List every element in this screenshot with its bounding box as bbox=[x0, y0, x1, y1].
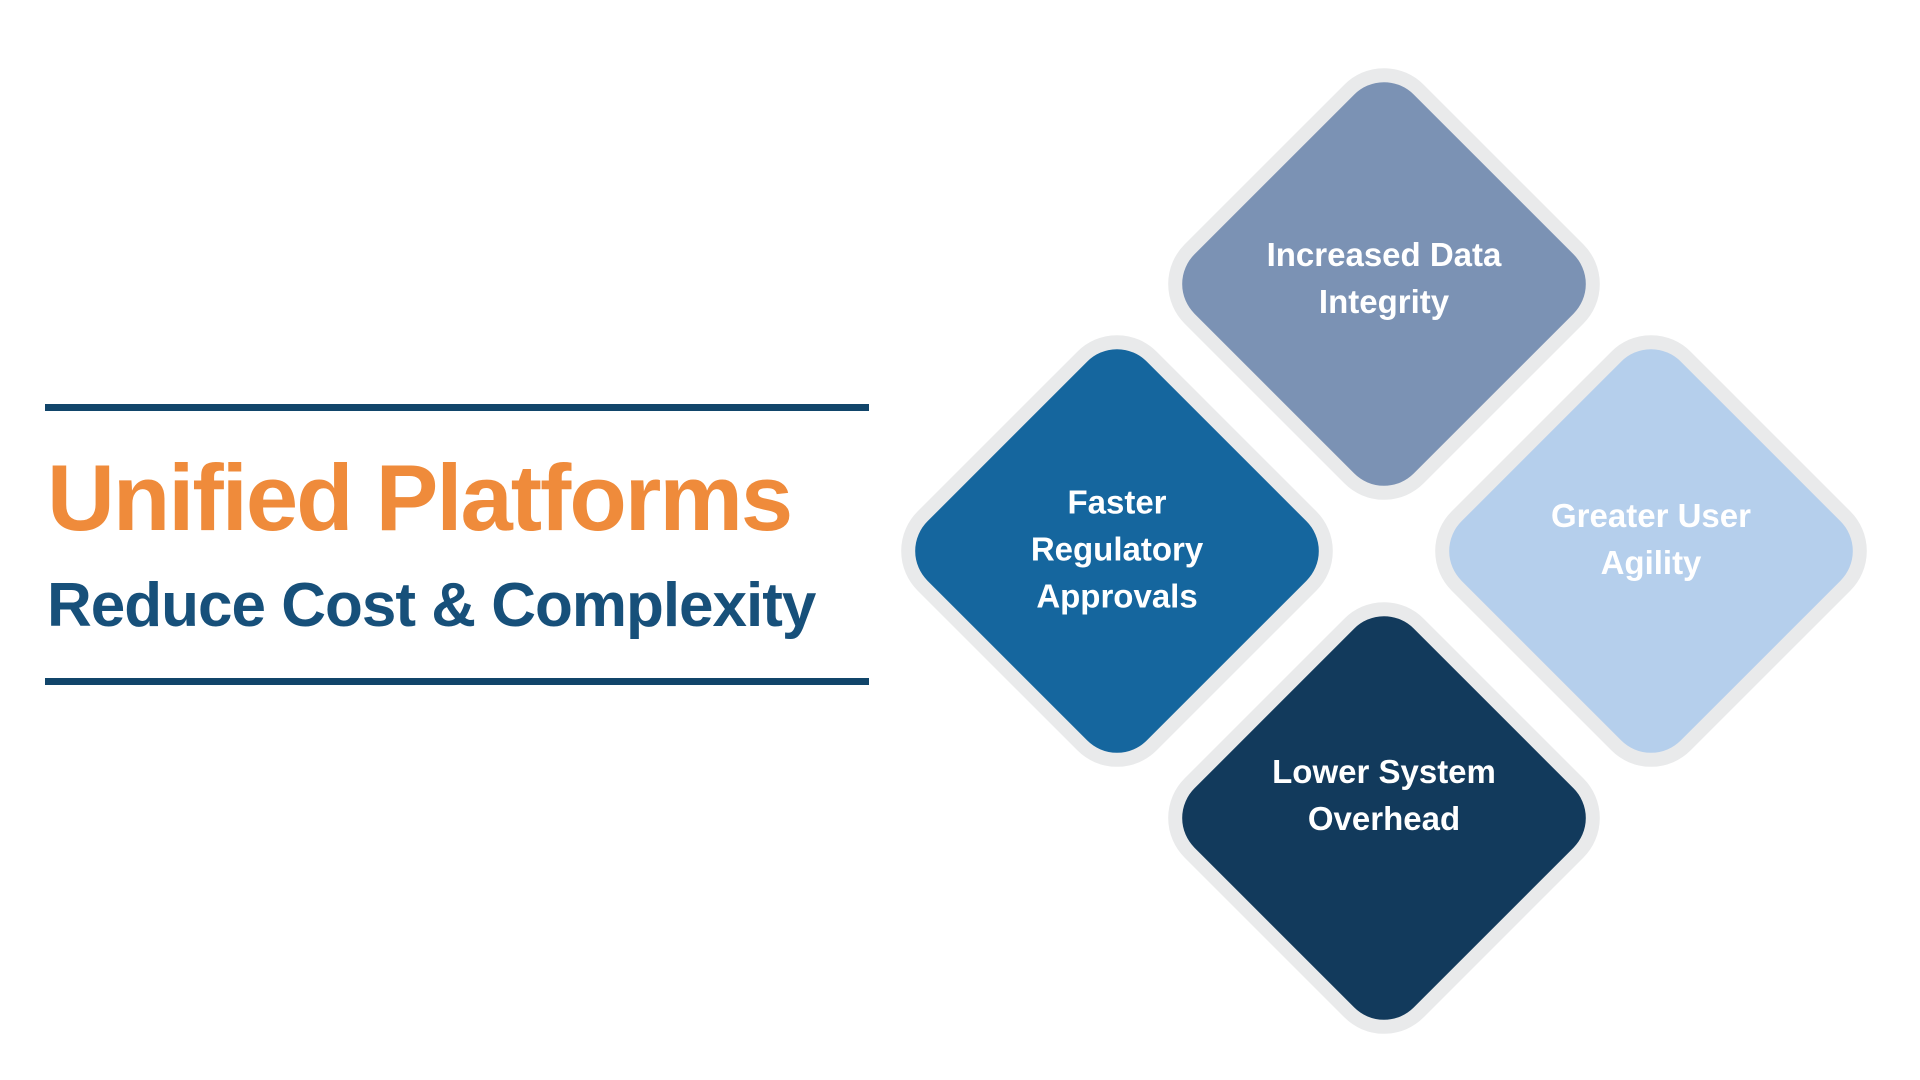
diamond-label-faster-regulatory-approvals: Faster Regulatory Approvals bbox=[1030, 483, 1204, 615]
page-subtitle: Reduce Cost & Complexity bbox=[47, 571, 816, 640]
header-rule-bottom bbox=[45, 678, 869, 685]
header-rule-top bbox=[45, 404, 869, 411]
diamond-label-greater-user-agility: Greater User Agility bbox=[1551, 497, 1751, 581]
page-title: Unified Platforms bbox=[47, 445, 793, 550]
diamond-label-increased-data-integrity: Increased Data Integrity bbox=[1266, 236, 1502, 320]
diamond-label-lower-system-overhead: Lower System Overhead bbox=[1272, 753, 1496, 837]
